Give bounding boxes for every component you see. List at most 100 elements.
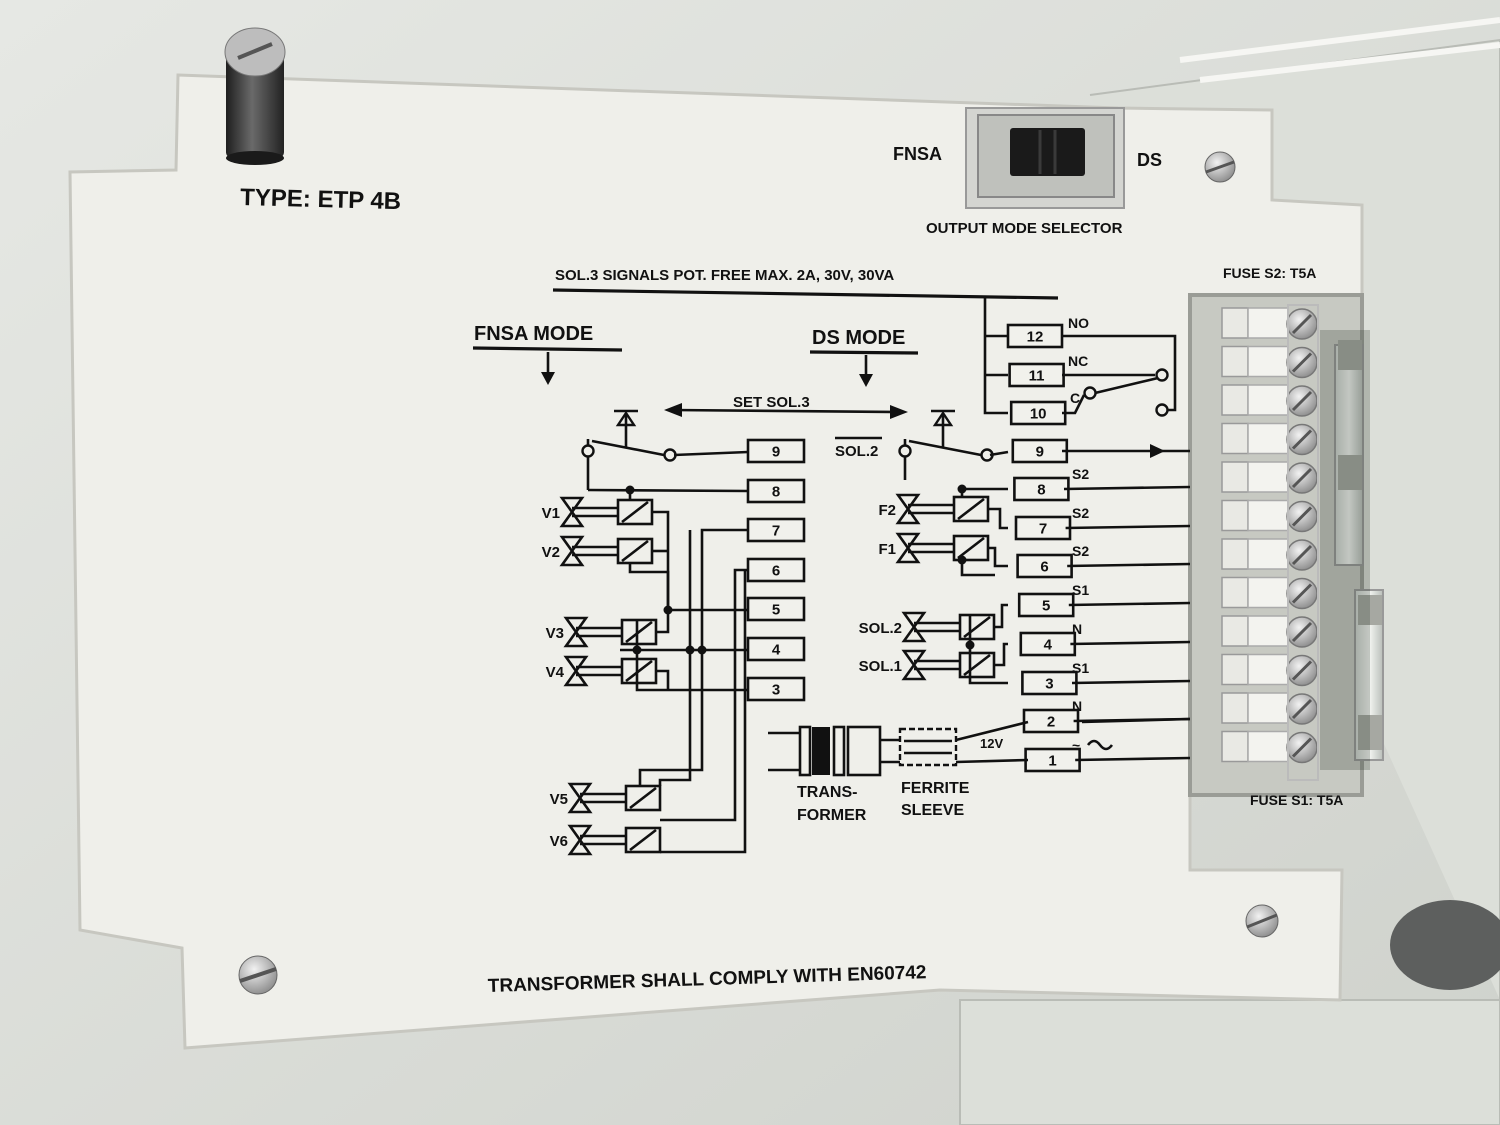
valve-label: V1	[542, 505, 560, 522]
screw-slot	[1291, 467, 1313, 489]
contact-point	[663, 448, 677, 462]
signal-label-3: S2	[1072, 543, 1089, 559]
wire	[656, 610, 670, 634]
terminal-clamp	[1221, 615, 1249, 647]
fuse-mount-strip	[1320, 330, 1370, 770]
left-terminal-7: 7	[746, 517, 806, 543]
valve-label: F2	[878, 502, 896, 519]
terminal-clamp	[1221, 730, 1249, 763]
left-terminal-6: 6	[746, 557, 806, 583]
valve-label: F1	[878, 541, 896, 558]
screw-slot	[1291, 583, 1313, 604]
terminal-rail	[1287, 304, 1319, 781]
valve-triangle	[563, 629, 589, 648]
wire	[1062, 394, 1086, 415]
enclosure-edge	[1179, 17, 1500, 83]
terminal-housing	[1247, 730, 1289, 763]
valve-v6: V6	[550, 824, 662, 856]
screw-bottom-right	[1245, 904, 1279, 938]
right-terminal-6: 6	[1016, 553, 1073, 579]
left-terminal-9: 9	[746, 438, 806, 464]
terminal-block	[1221, 304, 1319, 781]
junction-dot	[697, 645, 707, 655]
solenoid-slash	[629, 828, 657, 852]
transformer-label-2: FORMER	[797, 807, 867, 824]
type-label: TYPE: ETP 4B	[240, 184, 402, 215]
wire	[1068, 601, 1191, 607]
wire	[955, 758, 1029, 764]
fuse-s1-label: FUSE S1: T5A	[1250, 792, 1343, 808]
right-terminal-3: 3	[1021, 670, 1078, 696]
terminal-number: 6	[772, 563, 780, 580]
valve-f2: F2	[878, 493, 990, 525]
valve-triangle	[895, 545, 921, 564]
left-terminal-3: 3	[746, 676, 806, 702]
fuse-holder-bottom	[1354, 589, 1384, 761]
wire	[1070, 640, 1191, 646]
signal-label-5: N	[1072, 621, 1082, 637]
right-terminal-8: 8	[1013, 476, 1070, 502]
contact-point	[1155, 368, 1169, 382]
valve-triangle	[563, 668, 589, 687]
valve-label: V6	[550, 833, 568, 850]
valve-triangle	[567, 837, 593, 856]
wire	[1075, 756, 1191, 762]
terminal-clamp	[1221, 653, 1249, 686]
contact-point	[1155, 403, 1169, 417]
fuse-s2-label: FUSE S2: T5A	[1223, 265, 1316, 281]
signal-label-6: S1	[1072, 660, 1089, 676]
terminal-housing	[1247, 653, 1289, 686]
contact-point	[1083, 386, 1097, 400]
terminal-housing	[1247, 499, 1289, 532]
voltage-label: 12V	[980, 736, 1003, 751]
right-terminal-9: 9	[1011, 438, 1069, 464]
wire	[652, 510, 670, 610]
rubber-foot	[1390, 900, 1500, 990]
solenoid-slash	[625, 620, 653, 644]
switch-pushbutton	[932, 410, 954, 427]
solenoid-coil	[624, 826, 662, 854]
output-mode-selector[interactable]	[965, 107, 1125, 209]
valve-v1: V1	[542, 496, 654, 528]
wire	[968, 615, 1008, 685]
valve-triangle	[901, 649, 927, 668]
terminal-number: 9	[772, 444, 780, 461]
transformer-label-1: TRANS-	[797, 784, 857, 801]
screw-slot	[1291, 660, 1313, 681]
right-terminal-2: 2	[1022, 708, 1080, 734]
valve-v2: V2	[542, 535, 654, 567]
wire	[1062, 334, 1177, 412]
signals-note-rule	[552, 288, 1059, 300]
set-sol3-arrow	[671, 408, 901, 414]
valve-label: V2	[542, 544, 560, 561]
left-terminal-8: 8	[746, 478, 806, 504]
standoff-pin	[224, 27, 286, 165]
ds-mode-heading: DS MODE	[812, 327, 905, 349]
valve-v5: V5	[550, 782, 662, 814]
wire	[1067, 562, 1191, 568]
transformer-symbol	[768, 725, 882, 777]
transformer-core	[812, 727, 830, 775]
relay-nc-label: NC	[1068, 353, 1088, 369]
valve-label: V3	[546, 625, 564, 642]
relay-no-label: NO	[1068, 315, 1089, 331]
terminal-housing	[1247, 461, 1289, 493]
valve-triangle	[563, 616, 589, 635]
terminal-number: 7	[772, 523, 780, 540]
valve-triangle	[563, 655, 589, 674]
ferrite-label-2: SLEEVE	[901, 802, 964, 819]
wire	[638, 528, 748, 786]
valve-label: V4	[546, 664, 565, 681]
wire	[656, 669, 670, 690]
screw-slot	[1291, 429, 1313, 450]
right-terminal-10: 10	[1009, 400, 1067, 426]
terminal-clamp	[1221, 576, 1249, 609]
mode-fnsa-label: FNSA	[893, 144, 942, 164]
terminal-number: 1	[1048, 753, 1056, 770]
slide-switch-knob[interactable]	[1010, 128, 1085, 176]
wire	[1065, 524, 1191, 530]
fnsa-switch	[586, 409, 665, 457]
screw-slot	[1291, 313, 1313, 335]
terminal-number: 7	[1039, 521, 1047, 538]
wire	[1071, 679, 1191, 685]
